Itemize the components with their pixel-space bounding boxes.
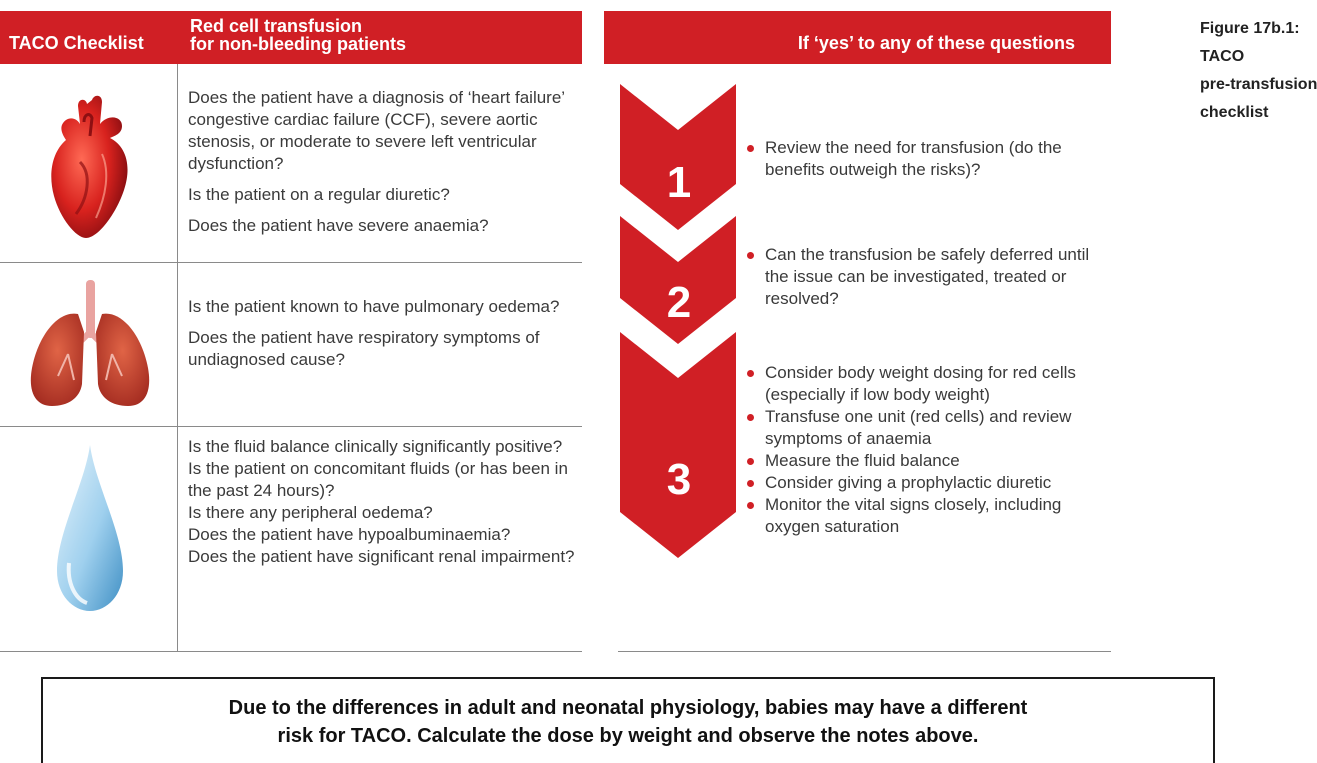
section-lungs-questions: Is the patient known to have pulmonary o… [188,296,568,371]
checklist-label: TACO Checklist [9,33,144,53]
action-item: Can the transfusion be safely deferred u… [746,244,1101,310]
figure-caption: Figure 17b.1: TACO pre-transfusion check… [1200,15,1317,127]
caption-line-4: checklist [1200,104,1269,121]
column-divider [177,64,178,652]
lungs-icon [28,280,152,410]
question: Does the patient have significant renal … [188,547,575,566]
row-divider-2 [0,426,582,427]
action-item: Measure the fluid balance [746,450,1104,472]
question: Does the patient have severe anaemia? [188,216,489,235]
row-divider-1 [0,262,582,263]
caption-line-2: TACO [1200,48,1245,65]
question: Is there any peripheral oedema? [188,503,433,522]
table-bottom-rule [0,651,582,652]
question: Is the patient on concomitant fluids (or… [188,459,568,500]
action-item: Consider giving a prophylactic diuretic [746,472,1104,494]
checklist-title: Red cell transfusion for non-bleeding pa… [190,17,406,53]
checklist-header: TACO Checklist Red cell transfusion for … [0,11,582,64]
step-number-3: 3 [666,455,692,504]
action-item: Review the need for transfusion (do the … [746,137,1101,181]
question: Is the patient on a regular diuretic? [188,185,450,204]
chevron-step-2 [620,216,736,344]
water-drop-icon [55,443,125,613]
actions-header: If ‘yes’ to any of these questions [604,11,1111,64]
question: Does the patient have respiratory sympto… [188,328,540,369]
step-chevrons [620,84,736,558]
neonatal-note-box: Due to the differences in adult and neon… [41,677,1215,763]
question: Does the patient have a diagnosis of ‘he… [188,88,565,173]
checklist-title-line-1: Red cell transfusion [190,16,363,36]
action-item: Monitor the vital signs closely, includi… [746,494,1104,538]
step-number-1: 1 [666,158,692,207]
actions-header-title: If ‘yes’ to any of these questions [797,33,1075,53]
checklist-title-line-2: for non-bleeding patients [190,34,406,54]
note-line-1: Due to the differences in adult and neon… [228,697,1028,719]
section-heart-questions: Does the patient have a diagnosis of ‘he… [188,87,583,237]
section-fluid-questions: Is the fluid balance clinically signific… [188,436,580,568]
step-1-actions: Review the need for transfusion (do the … [746,137,1101,181]
question: Is the fluid balance clinically signific… [188,437,563,456]
note-line-2: risk for TACO. Calculate the dose by wei… [277,725,979,747]
question: Does the patient have hypoalbuminaemia? [188,525,511,544]
chevron-step-1 [620,84,736,230]
heart-icon [40,92,140,242]
action-item: Transfuse one unit (red cells) and revie… [746,406,1104,450]
caption-line-3: pre-transfusion [1200,76,1317,93]
caption-line-1: Figure 17b.1: [1200,20,1300,37]
actions-bottom-rule [618,651,1111,652]
neonatal-note-text: Due to the differences in adult and neon… [43,694,1213,750]
chevron-step-3 [620,332,736,558]
action-item: Consider body weight dosing for red cell… [746,362,1104,406]
question: Is the patient known to have pulmonary o… [188,297,560,316]
step-2-actions: Can the transfusion be safely deferred u… [746,244,1101,310]
step-number-2: 2 [666,278,692,327]
step-3-actions: Consider body weight dosing for red cell… [746,362,1104,538]
